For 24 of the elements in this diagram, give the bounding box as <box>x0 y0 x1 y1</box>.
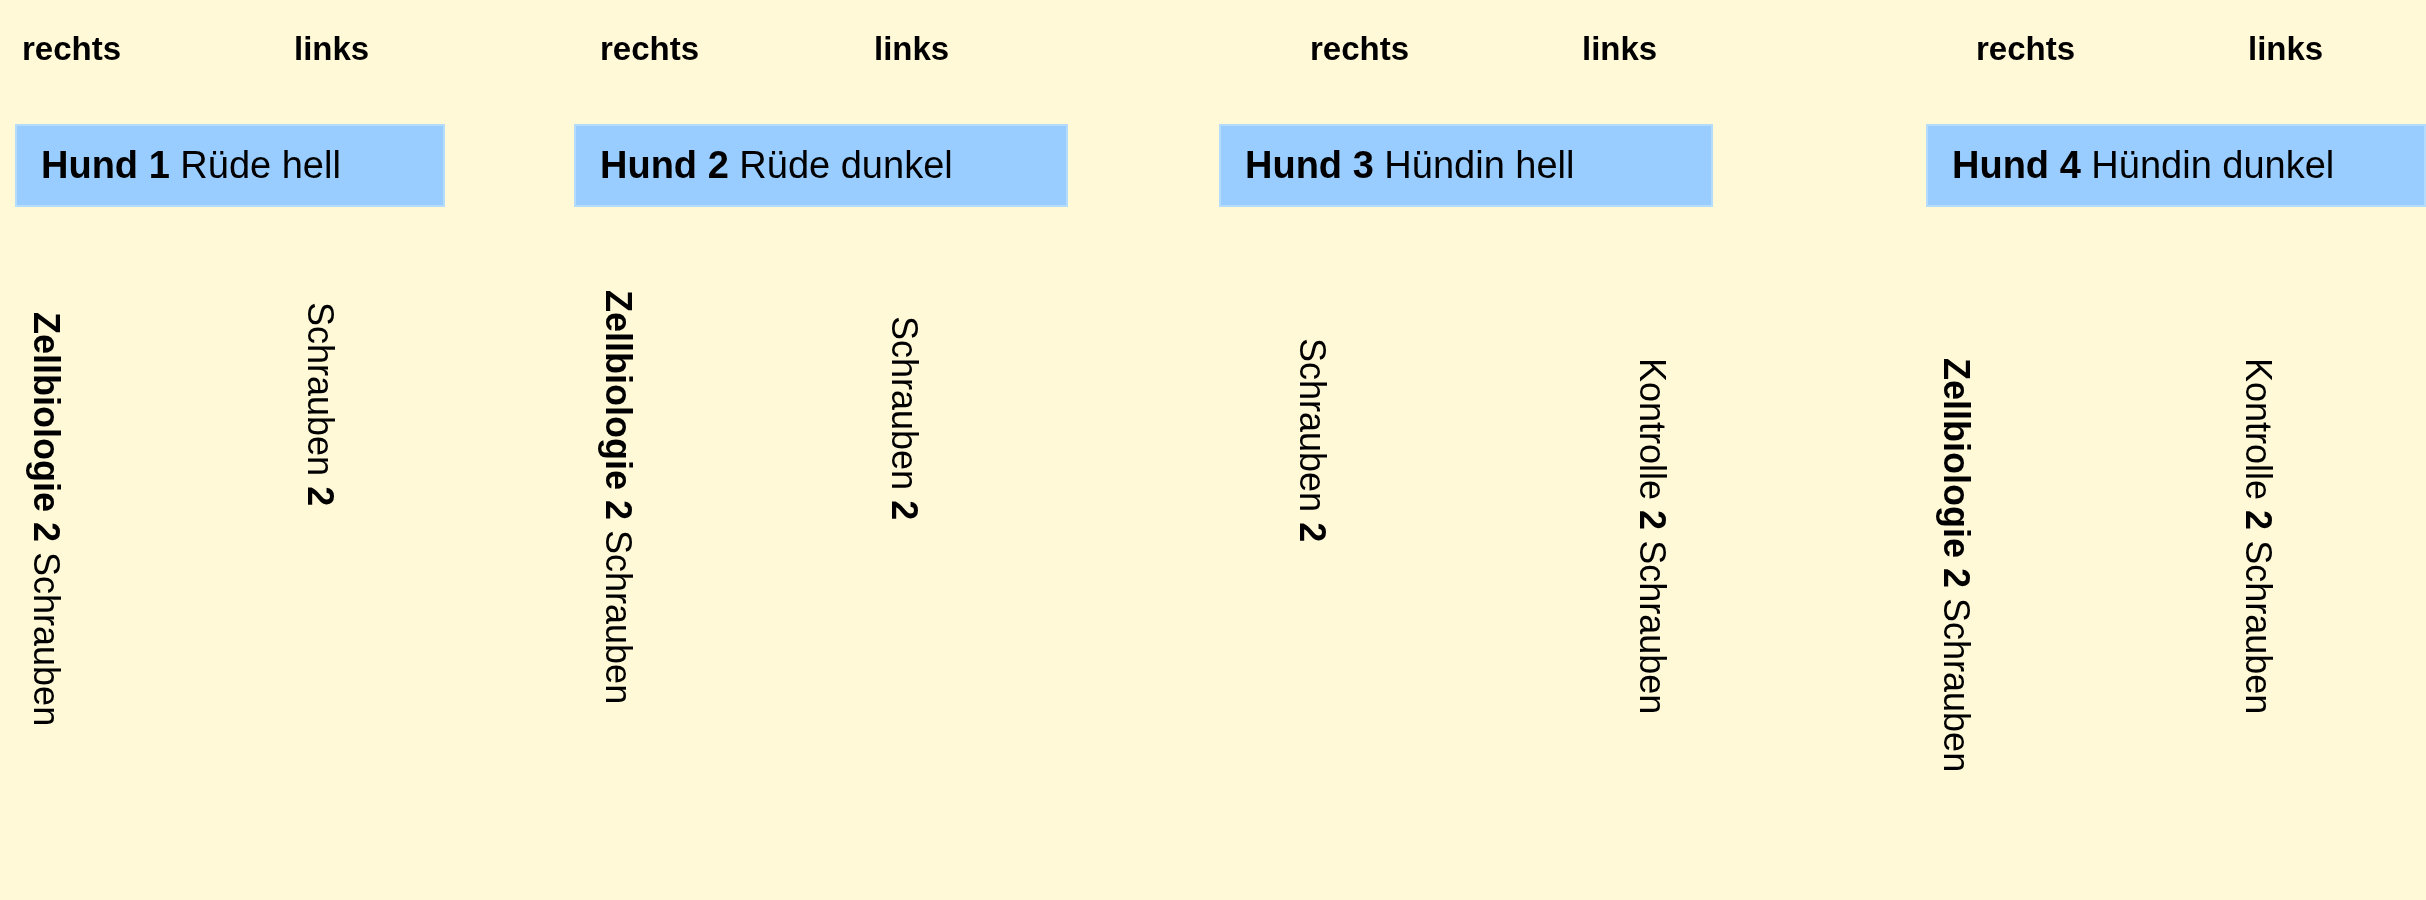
vertical-label: Kontrolle 2 Schrauben <box>1632 358 1674 715</box>
label-box <box>1219 124 1713 207</box>
side-label: links <box>1582 30 1658 68</box>
vertical-label: Zellbiologie 2 Schrauben <box>598 290 640 705</box>
vertical-label: Zellbiologie 2 Schrauben <box>1936 358 1978 773</box>
side-label: rechts <box>600 30 700 68</box>
box-title: Hund 2 Rüde dunkel <box>600 144 953 187</box>
box-title: Hund 1 Rüde hell <box>41 144 341 187</box>
side-label: links <box>2248 30 2324 68</box>
side-label: links <box>294 30 370 68</box>
vertical-label: Kontrolle 2 Schrauben <box>2238 358 2280 715</box>
label-box <box>15 124 445 207</box>
vertical-label: Schrauben 2 <box>300 302 342 507</box>
label-box <box>1926 124 2426 207</box>
label-box <box>574 124 1068 207</box>
side-label: rechts <box>1310 30 1410 68</box>
box-title: Hund 3 Hündin hell <box>1245 144 1575 187</box>
side-label: rechts <box>22 30 122 68</box>
vertical-label: Schrauben 2 <box>1292 338 1334 543</box>
vertical-label: Schrauben 2 <box>884 316 926 521</box>
side-label: links <box>874 30 950 68</box>
side-label: rechts <box>1976 30 2076 68</box>
box-title: Hund 4 Hündin dunkel <box>1952 144 2335 187</box>
vertical-label: Zellbiologie 2 Schrauben <box>26 312 68 727</box>
